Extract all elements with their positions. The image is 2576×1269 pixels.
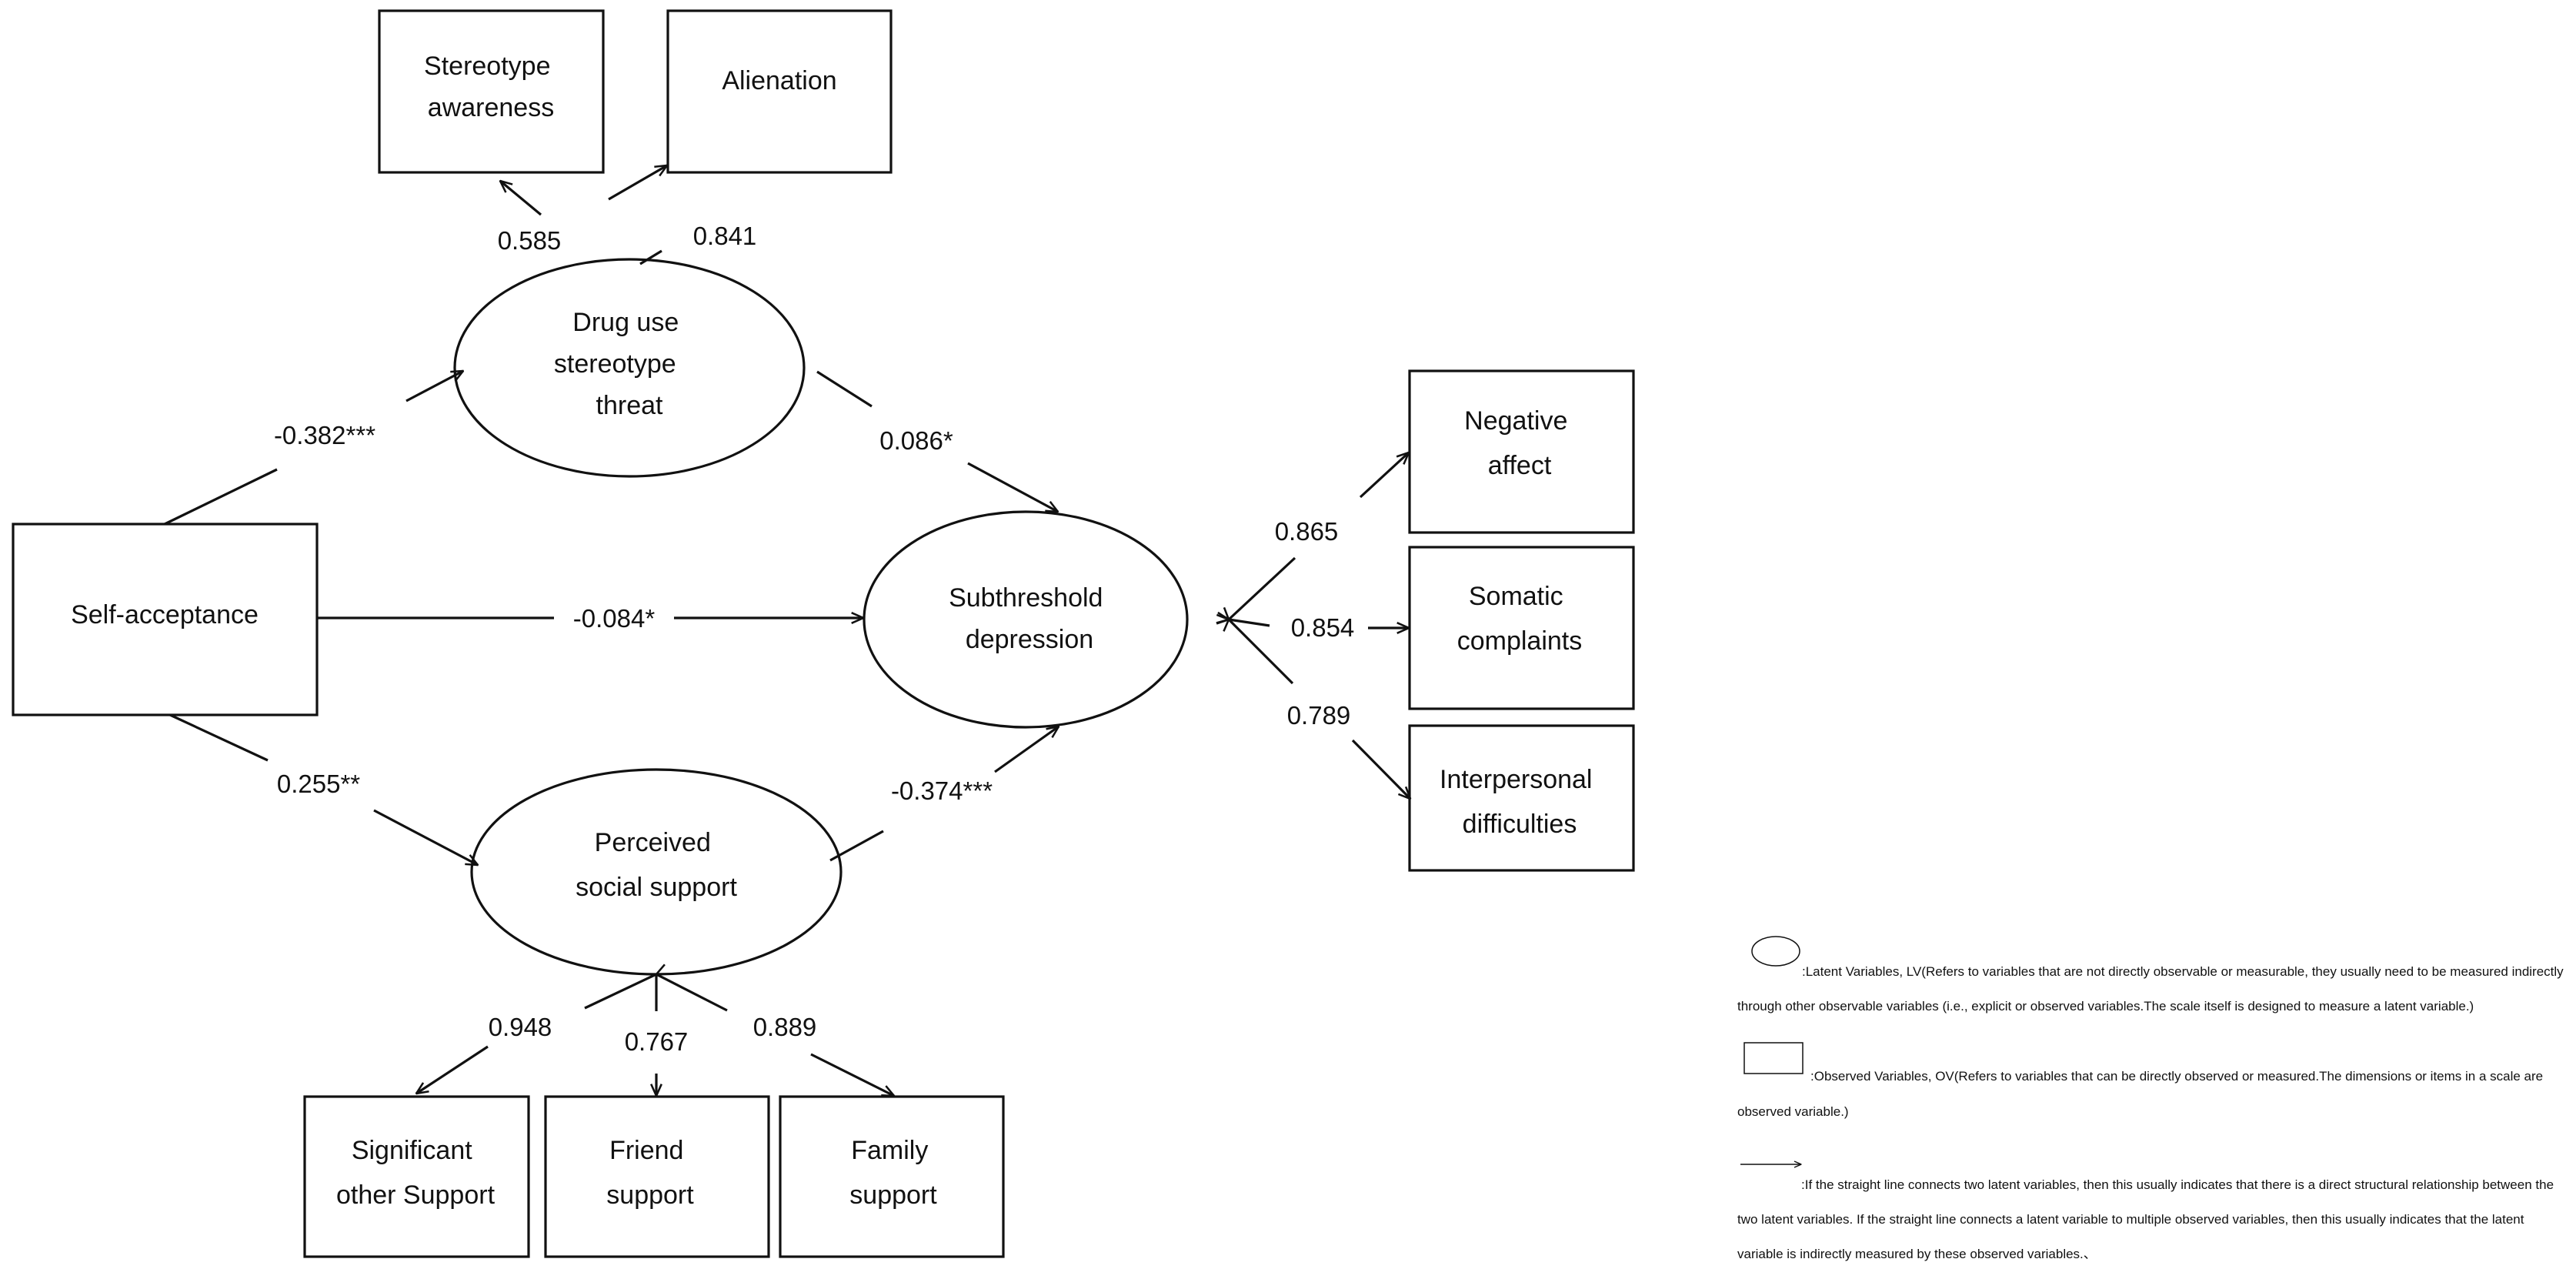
legend-latent-text: :Latent Variables, LV(Refers to variable… <box>1737 964 2567 1014</box>
coef-support-to-significant-other: 0.948 <box>489 1013 552 1041</box>
path-self-acceptance-to-threat <box>164 468 278 526</box>
family-support-box <box>779 1095 1005 1258</box>
negative-affect-label: Negative affect <box>1464 406 1575 480</box>
path-depression-to-somatic-start <box>1229 619 1270 627</box>
path-self-acceptance-to-support-arrow <box>373 809 478 865</box>
coef-support-to-depression: -0.374*** <box>891 776 993 805</box>
coef-threat-to-alienation: 0.841 <box>693 222 757 250</box>
coef-threat-to-depression: 0.086* <box>879 426 953 455</box>
coef-depression-to-somatic-complaints: 0.854 <box>1291 613 1355 642</box>
coef-threat-to-stereotype-awareness: 0.585 <box>498 226 562 255</box>
legend: :Latent Variables, LV(Refers to variable… <box>1737 936 2567 1261</box>
path-support-to-family <box>810 1053 894 1097</box>
self-acceptance-label: Self-acceptance <box>71 600 259 629</box>
significant-other-support-box <box>303 1095 530 1258</box>
family-support-label: Family support <box>849 1136 937 1210</box>
path-self-acceptance-to-support <box>169 713 269 762</box>
alienation-box <box>666 9 893 174</box>
somatic-complaints-box <box>1408 546 1635 710</box>
path-support-to-significant-other-start <box>584 974 656 1010</box>
perceived-social-support-label: Perceived social support <box>576 828 737 902</box>
legend-arrow-text: :If the straight line connects two laten… <box>1737 1177 2558 1261</box>
drug-use-stereotype-threat-label: Drug use stereotype threat <box>554 308 686 420</box>
path-depression-to-negative-affect <box>1359 452 1409 499</box>
path-threat-to-depression <box>816 370 873 408</box>
interpersonal-difficulties-label: Interpersonal difficulties <box>1440 765 1600 839</box>
drug-use-stereotype-threat-ellipse <box>453 258 806 478</box>
coef-self-acceptance-to-support: 0.255** <box>277 770 360 798</box>
coef-support-to-family: 0.889 <box>753 1013 817 1041</box>
friend-support-label: Friend support <box>606 1136 694 1210</box>
negative-affect-box <box>1408 369 1635 534</box>
path-threat-to-alienation <box>608 165 667 201</box>
somatic-complaints-label: Somatic complaints <box>1457 582 1583 656</box>
path-support-to-family-start <box>656 973 728 1012</box>
stereotype-awareness-box <box>378 9 605 174</box>
legend-latent-ellipse-icon <box>1751 936 1800 967</box>
path-depression-to-negative-affect-start <box>1229 556 1296 619</box>
path-threat-to-stereotype-awareness <box>500 181 542 216</box>
self-acceptance-box <box>12 523 319 716</box>
friend-support-box <box>544 1095 770 1258</box>
coef-self-acceptance-to-depression: -0.084* <box>573 604 656 633</box>
path-support-to-depression-arrow <box>994 726 1059 773</box>
path-support-to-significant-other <box>416 1045 489 1094</box>
coef-self-acceptance-to-threat: -0.382*** <box>274 421 375 449</box>
path-threat-to-indicators-stub <box>639 249 662 265</box>
path-self-acceptance-to-threat-arrow <box>405 371 463 402</box>
perceived-social-support-ellipse <box>470 768 843 976</box>
path-depression-to-interpersonal-difficulties <box>1351 739 1410 799</box>
coef-depression-to-negative-affect: 0.865 <box>1275 517 1339 546</box>
legend-observed-box-icon <box>1743 1042 1804 1074</box>
path-support-to-depression <box>829 830 884 862</box>
path-depression-to-interpersonal-start <box>1229 619 1294 685</box>
subthreshold-depression-ellipse <box>863 510 1189 729</box>
legend-observed-text: :Observed Variables, OV(Refers to variab… <box>1737 1069 2547 1119</box>
stereotype-awareness-label: Stereotype awareness <box>424 52 558 122</box>
interpersonal-difficulties-box <box>1408 724 1635 872</box>
coef-depression-to-interpersonal-difficulties: 0.789 <box>1287 701 1351 730</box>
coef-support-to-friend: 0.767 <box>625 1027 689 1056</box>
significant-other-support-label: Significant other Support <box>336 1136 496 1210</box>
path-threat-to-depression-arrow <box>967 462 1058 512</box>
subthreshold-depression-label: Subthreshold depression <box>949 583 1110 654</box>
alienation-label: Alienation <box>722 66 836 95</box>
